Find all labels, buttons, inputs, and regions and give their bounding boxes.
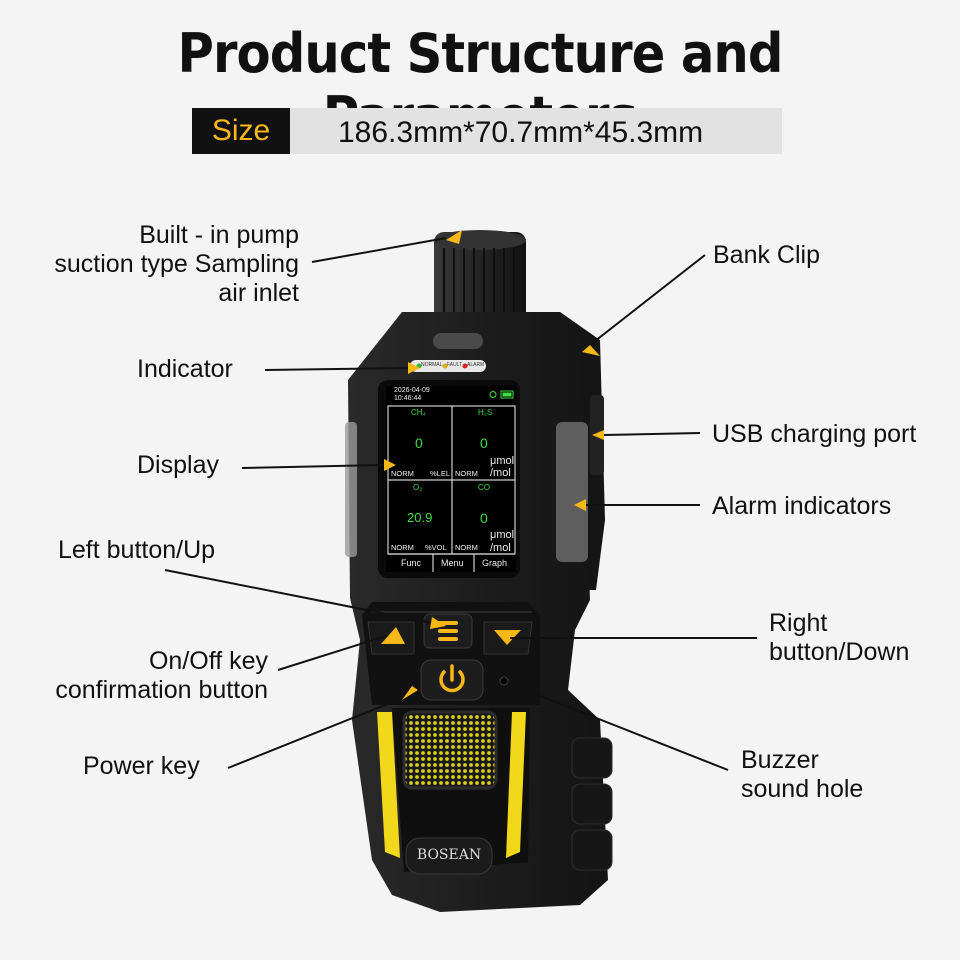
down-triangle-icon (494, 630, 521, 645)
cell-unit: %LEL (430, 469, 451, 478)
arrow-tips (384, 230, 604, 700)
size-value: 186.3mm*70.7mm*45.3mm (338, 116, 704, 149)
cell-gas: H₂S (478, 408, 493, 417)
yellow-rail-right (506, 712, 526, 858)
softkey-func: Func (401, 558, 422, 568)
cell-status: NORM (455, 543, 478, 552)
display-screen (386, 386, 516, 572)
label-display: Display (137, 451, 219, 479)
brand-plate (405, 837, 493, 875)
buzzer-hole (499, 676, 509, 686)
top-slot (433, 333, 483, 349)
size-label: Size (192, 108, 290, 154)
label-bank-clip: Bank Clip (713, 241, 820, 269)
indicator-strip (410, 360, 486, 372)
label-left-button: Left button/Up (58, 536, 216, 564)
cell-unit: /mol (490, 467, 511, 479)
cell-value: 0 (480, 435, 488, 451)
pump-fan-icon (489, 391, 497, 398)
cell-status: NORM (391, 543, 414, 552)
label-buzzer-line2: sound hole (741, 775, 864, 803)
label-power-key: Power key (83, 752, 200, 780)
right-down-button[interactable] (483, 621, 533, 655)
size-bar (192, 108, 782, 154)
label-pump-inlet-line3: air inlet (218, 279, 299, 307)
cell-status: NORM (455, 469, 478, 478)
label-buzzer-line1: Buzzer (741, 746, 819, 774)
screen-date: 2026-04-09 (394, 387, 430, 394)
power-key[interactable] (420, 659, 484, 701)
label-alarm-indicators: Alarm indicators (712, 492, 892, 520)
leader-lines (164, 237, 757, 771)
label-indicator: Indicator (137, 355, 233, 383)
cell-unit: /mol (490, 542, 511, 554)
sensor-mesh (402, 710, 498, 790)
cell-unit-top: μmol (490, 529, 515, 541)
power-icon (439, 664, 465, 693)
label-onoff-line1: On/Off key (148, 647, 268, 675)
up-triangle-icon (381, 627, 405, 644)
cell-status: NORM (391, 469, 414, 478)
alarm-indicator-right (556, 422, 588, 562)
cell-value: 0 (415, 435, 423, 451)
yellow-rail-left (377, 712, 400, 858)
cell-unit-top: μmol (490, 455, 515, 467)
display-grid (387, 405, 516, 572)
cell-gas: CO (478, 483, 490, 492)
cell-value: 20.9 (407, 510, 433, 525)
alarm-indicator-left (345, 422, 357, 557)
label-pump-inlet-line2: suction type Sampling (54, 250, 299, 278)
left-up-button[interactable] (423, 613, 473, 649)
cell-unit: %VOL (425, 543, 447, 552)
indicator-fault: FAULT (447, 362, 463, 368)
cell-gas: CH₄ (411, 408, 426, 417)
softkey-graph: Graph (482, 558, 508, 568)
label-onoff-line2: confirmation button (55, 676, 268, 704)
label-right-button-line1: Right (769, 609, 828, 637)
onoff-confirm-button[interactable] (367, 621, 415, 655)
cell-value: 0 (480, 510, 488, 526)
cell-gas: O₂ (413, 483, 423, 492)
screen-time: 10:46:44 (394, 395, 422, 402)
label-usb-port: USB charging port (712, 420, 917, 448)
label-right-button-line2: button/Down (769, 638, 910, 666)
indicator-alarm: ALARM (467, 362, 485, 368)
battery-icon (500, 390, 514, 399)
label-pump-inlet-line1: Built - in pump (139, 221, 299, 249)
indicator-normal: NORMAL (421, 362, 443, 368)
brand-logo: BOSEAN (416, 847, 482, 863)
softkey-menu: Menu (441, 558, 464, 568)
side-grips (571, 737, 613, 871)
